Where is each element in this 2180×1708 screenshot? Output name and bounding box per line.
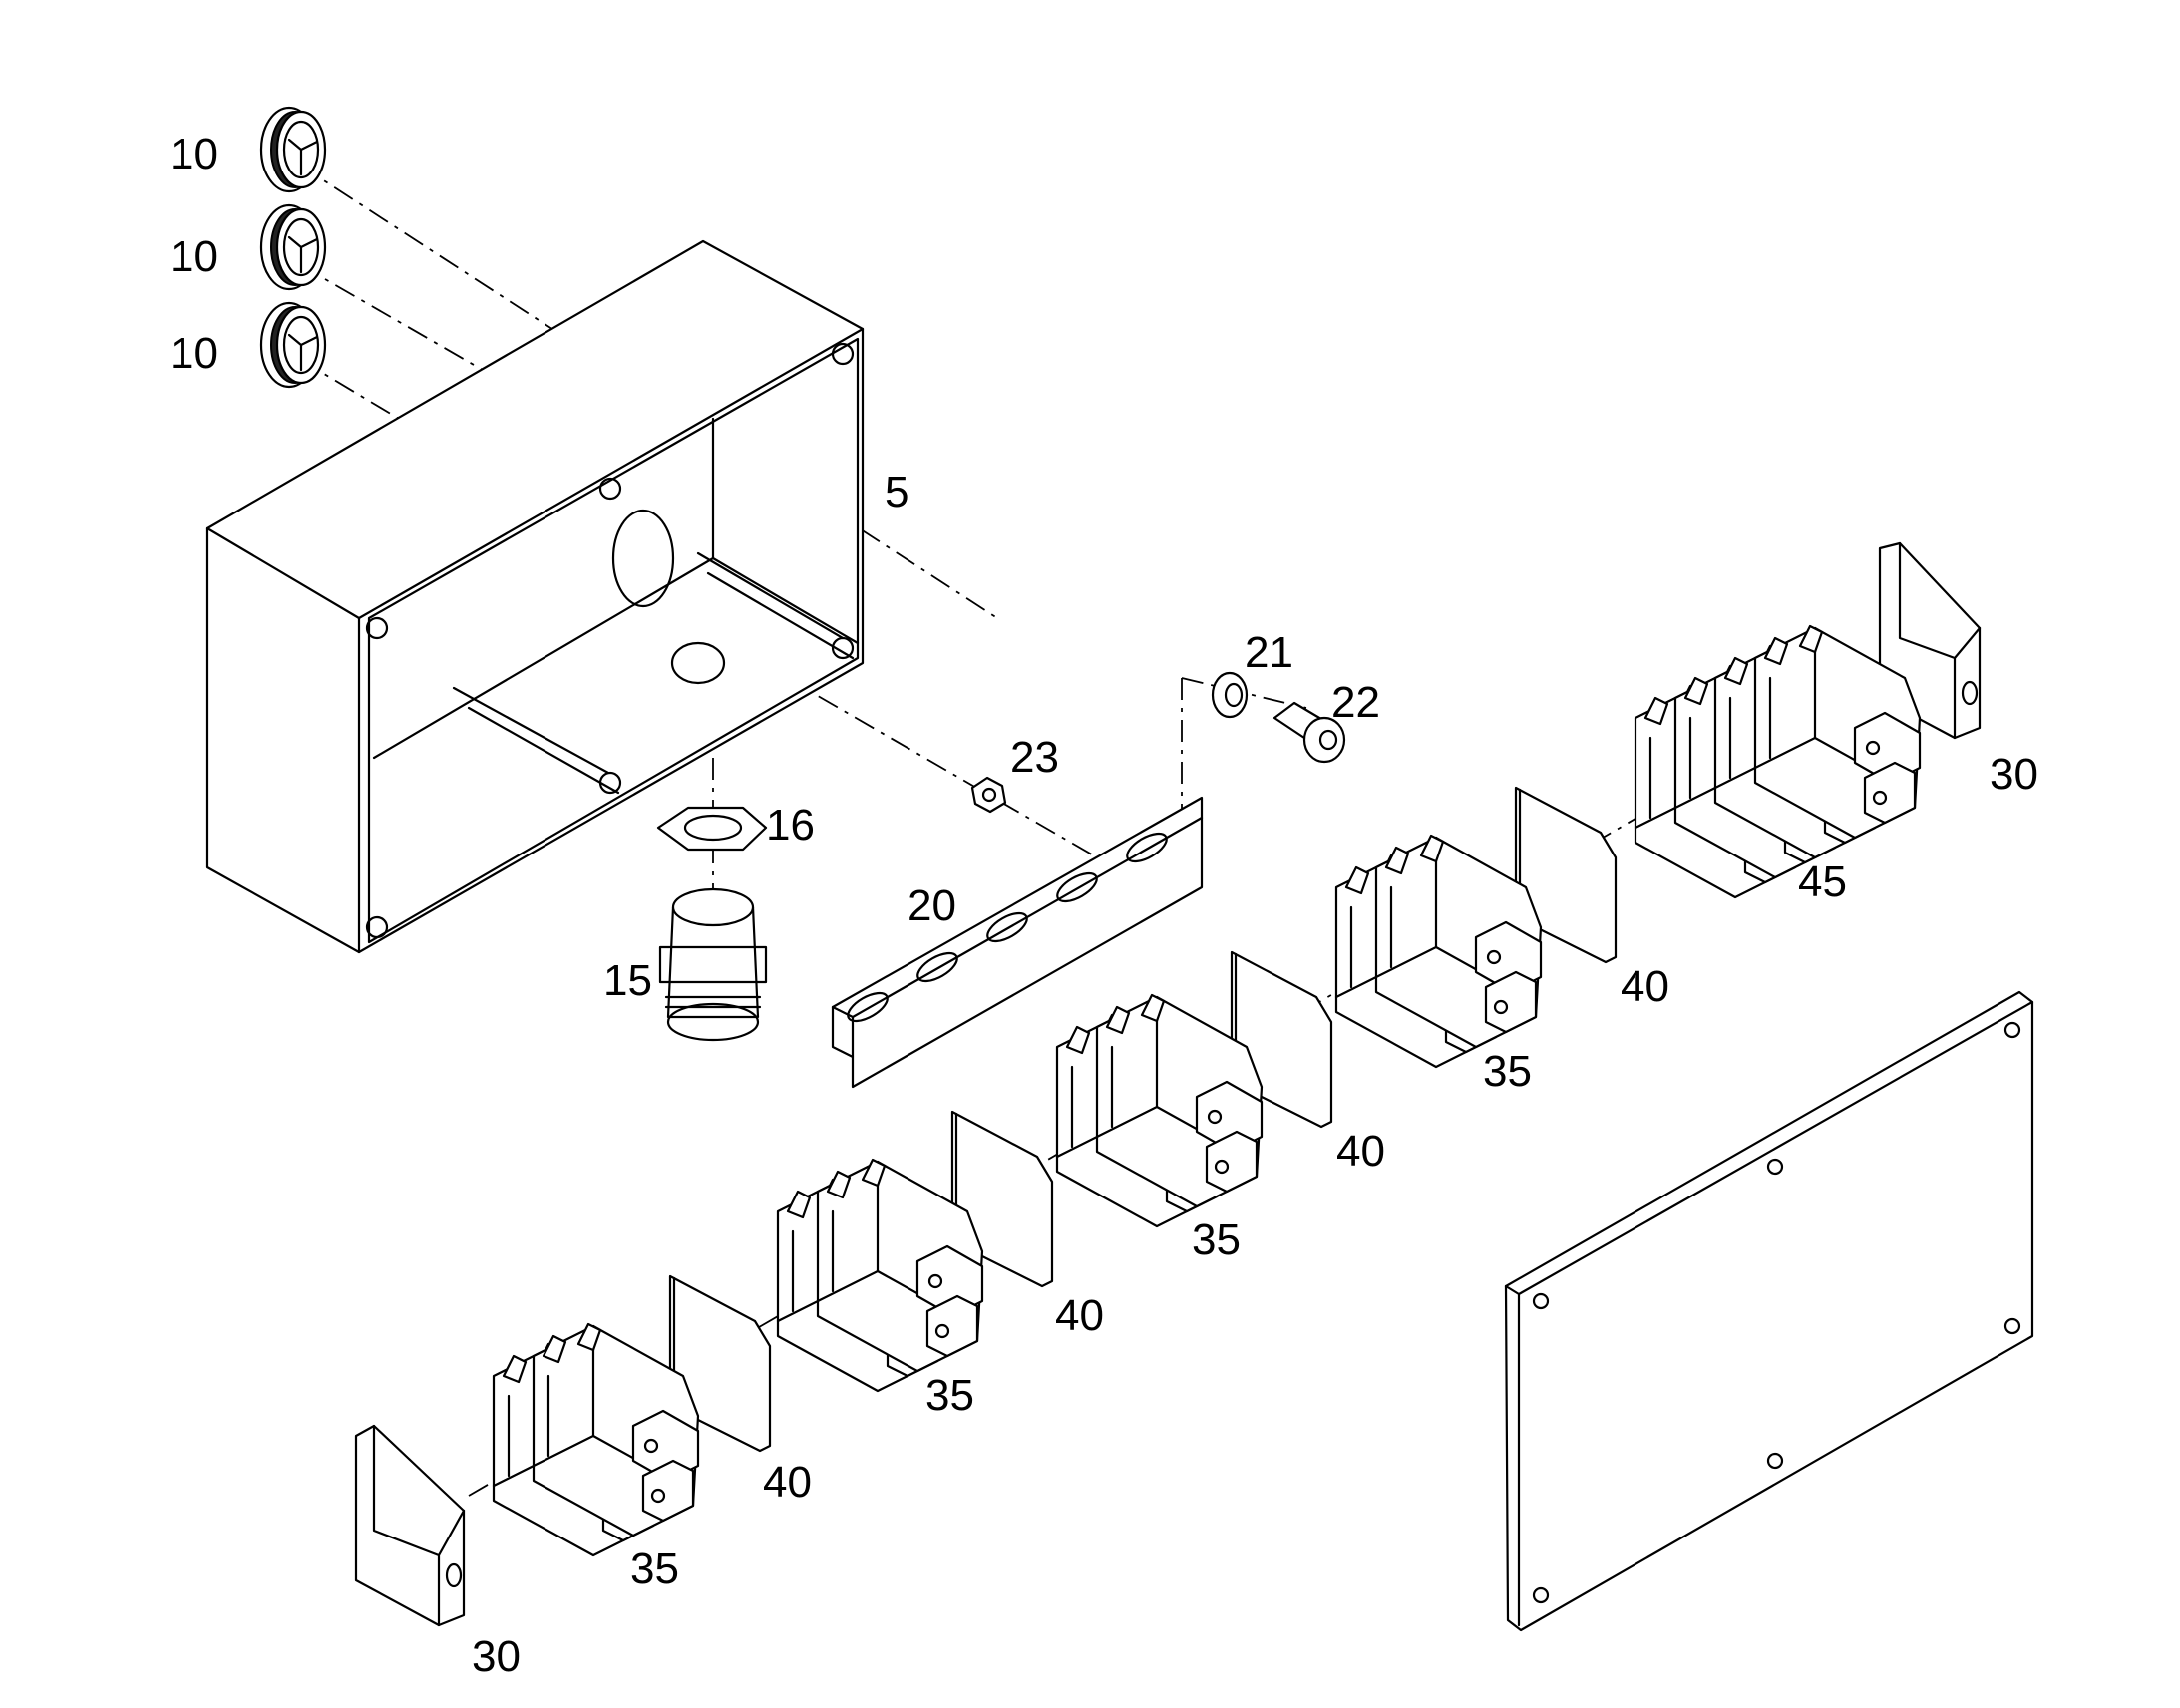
terminal-pair-d <box>492 1322 700 1557</box>
callout-grommet-top: 10 <box>170 130 218 178</box>
callout-screw-22: 22 <box>1331 678 1380 727</box>
end-stop-left <box>354 1424 466 1627</box>
callout-end-stop-right: 30 <box>1990 750 2038 799</box>
screw-22 <box>1272 701 1346 764</box>
grommet-bottom <box>259 301 327 389</box>
callout-terminal-d: 35 <box>630 1544 679 1593</box>
callout-terminal-block-45: 45 <box>1798 857 1847 906</box>
center-line-grommet-1 <box>298 164 998 619</box>
callout-grommet-bottom: 10 <box>170 329 218 378</box>
cover-plate <box>1504 990 2034 1632</box>
callout-enclosure: 5 <box>885 468 909 516</box>
terminal-pair-a <box>1334 834 1543 1069</box>
enclosure-box <box>205 239 865 954</box>
nut-23 <box>970 776 1007 814</box>
callout-nut-16: 16 <box>766 801 815 850</box>
callout-separator-c: 40 <box>1055 1291 1104 1340</box>
callout-terminal-c: 35 <box>925 1371 974 1420</box>
callout-separator-a: 40 <box>1621 962 1669 1011</box>
callout-terminal-b: 35 <box>1192 1215 1241 1264</box>
callout-grommet-middle: 10 <box>170 232 218 281</box>
grommet-top <box>259 106 327 193</box>
callout-end-stop-left: 30 <box>472 1632 521 1681</box>
callout-washer-21: 21 <box>1245 628 1293 677</box>
callout-separator-b: 40 <box>1336 1127 1385 1176</box>
callout-rail-20: 20 <box>908 881 956 930</box>
washer-21 <box>1211 671 1249 719</box>
callout-terminal-a: 35 <box>1483 1047 1532 1096</box>
hex-nut-16 <box>656 806 768 852</box>
din-rail-20 <box>831 796 1204 1089</box>
grommet-middle <box>259 203 327 291</box>
terminal-block-45 <box>1634 624 1922 899</box>
callout-nut-23: 23 <box>1010 733 1059 782</box>
callout-gland-15: 15 <box>603 956 652 1005</box>
cable-gland-15 <box>658 887 768 1042</box>
callout-separator-d: 40 <box>763 1458 812 1507</box>
